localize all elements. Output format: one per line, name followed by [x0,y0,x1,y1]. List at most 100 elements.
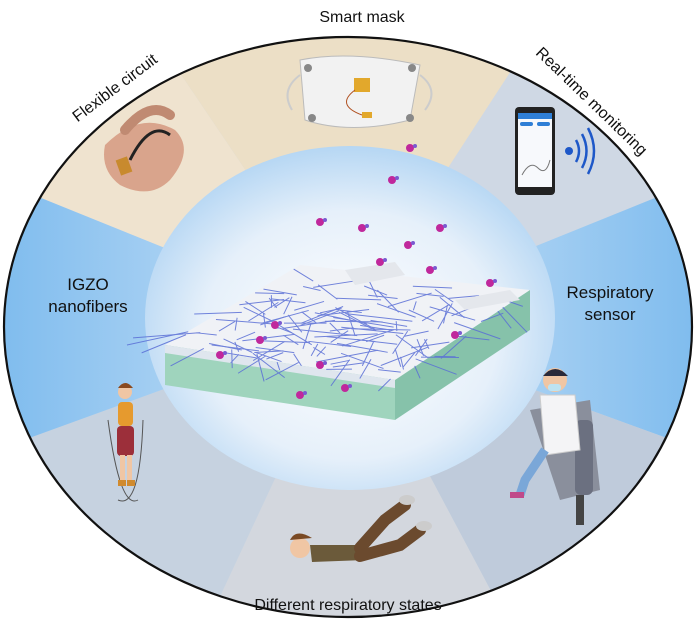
nanofiber [282,319,335,329]
molecule-atom [323,361,327,365]
nanofiber [368,279,378,298]
label-different-respiratory-states: Different respiratory states [254,597,441,614]
nanofiber [316,346,327,357]
molecule [436,224,444,232]
nanofiber [415,358,457,375]
nanofiber [394,348,402,367]
nanofiber [283,296,293,315]
nanofiber [370,319,408,327]
nanofiber [237,355,267,374]
nanofiber [392,330,409,355]
nanofiber [416,339,425,357]
molecule [256,336,264,344]
electrode [345,262,405,285]
nanofiber [274,297,290,308]
molecule [271,321,279,329]
nanofiber [453,322,501,340]
nanofiber [310,343,319,357]
nanofiber [317,309,370,317]
nanofiber [293,353,302,367]
nanofiber [126,331,189,346]
nanofiber [242,333,295,342]
nanofiber [196,332,217,336]
molecule-atom [433,266,437,270]
nanofiber [239,299,285,306]
nanofiber [223,338,253,353]
molecule-atom [413,144,417,148]
nanofiber [330,359,351,387]
nanofiber [442,304,448,324]
molecule-atom [278,321,282,325]
nanofiber [361,341,374,367]
nanofiber [236,331,256,341]
nanofiber [326,336,376,343]
nanofiber [429,306,476,321]
nanofiber [294,300,325,311]
electrode [455,290,520,310]
label-smart-mask: Smart mask [319,9,405,26]
molecule-atom [348,384,352,388]
nanofiber [319,307,342,314]
nanofiber [402,352,416,368]
nanofiber [351,328,411,331]
nanofiber [333,317,394,328]
wireless-signal-icon [565,127,596,175]
nanofiber [283,334,299,346]
nanofiber [261,309,309,324]
nanofiber [248,301,279,322]
molecule [404,241,412,249]
nanofiber [170,348,205,367]
nanofiber [314,333,378,338]
molecule [376,258,384,266]
nanofiber [292,328,358,337]
nanofiber [254,350,284,354]
nanofiber [421,303,450,322]
molecule [426,266,434,274]
nanofiber [255,351,282,363]
molecule [341,384,349,392]
nanofiber [437,303,453,330]
smart-mask-photo [286,55,433,128]
nanofiber [346,310,356,337]
nanofiber [412,285,453,289]
molecule-atom [323,218,327,222]
molecule [358,224,366,232]
nanofiber [218,321,236,332]
flexible-circuit-photo [104,105,184,192]
nanofiber [332,362,365,368]
molecule-atom [443,224,447,228]
nanofiber [497,310,512,329]
nanofiber [133,332,201,339]
nanofiber [274,322,312,346]
nanofiber [255,292,285,295]
label-respiratory-line1: Respiratory [567,283,654,302]
nanofiber [404,330,429,337]
lying-exercise-person [290,495,432,562]
nanofiber [380,346,429,367]
nanofiber [377,289,400,313]
nanofiber [387,292,432,308]
nanofiber [302,322,312,350]
nanofiber [363,285,388,296]
nanofiber [287,314,303,333]
nanofiber [211,344,260,352]
nanofiber [276,361,281,371]
nanofiber [330,330,349,343]
molecule [316,218,324,226]
label-igzo-line2: nanofibers [48,297,127,316]
jump-rope-person [107,383,144,502]
nanofiber [434,288,454,303]
nanofiber [416,292,444,297]
nanofiber [378,378,391,392]
molecule [316,361,324,369]
molecule-atom [395,176,399,180]
nanofiber [359,359,372,379]
smartphone-icon [515,107,555,195]
molecule [296,391,304,399]
nanofiber [342,329,394,347]
label-igzo-line1: IGZO [67,275,109,294]
molecule [388,176,396,184]
molecule-atom [383,258,387,262]
